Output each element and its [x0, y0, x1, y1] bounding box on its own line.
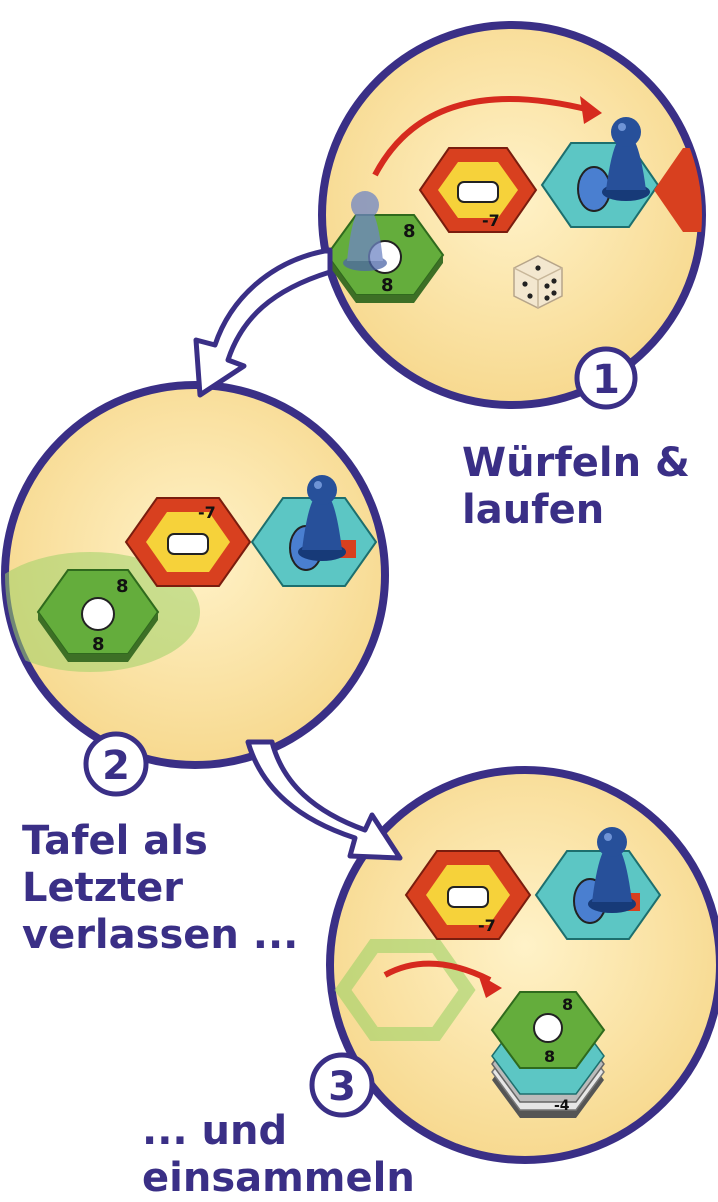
svg-text:-7: -7	[482, 211, 500, 230]
move-arrow	[372, 96, 591, 177]
empty-tile-outline	[334, 939, 476, 1041]
caption-line: verlassen ...	[22, 912, 299, 959]
step-2-badge: 2	[83, 731, 149, 797]
caption-line: ... und	[142, 1108, 288, 1154]
svg-text:-7: -7	[478, 916, 496, 935]
step-1-scene: 8 8 -7	[318, 21, 706, 409]
svg-text:1: 1	[592, 357, 620, 403]
caption-line: einsammeln	[142, 1155, 415, 1202]
step-1-caption: Würfeln & laufen	[462, 440, 690, 534]
svg-text:3: 3	[328, 1064, 356, 1110]
flow-arrow-1	[193, 247, 333, 398]
svg-text:8: 8	[403, 221, 416, 242]
collect-arrow	[383, 960, 492, 983]
svg-text:8: 8	[381, 275, 394, 296]
svg-text:2: 2	[102, 743, 130, 789]
pawn-blue	[298, 475, 346, 561]
tile-red: -7	[404, 850, 532, 940]
step-3-caption: ... und einsammeln	[142, 1108, 415, 1202]
tile-red: -7	[124, 497, 252, 587]
svg-text:8: 8	[544, 1047, 555, 1066]
tile-stack: -4 8 8	[490, 991, 606, 1118]
caption-line: Tafel als	[22, 818, 208, 864]
svg-text:8: 8	[92, 634, 105, 655]
pawn-faded	[343, 191, 387, 271]
caption-line: Letzter	[22, 865, 183, 912]
caption-line: Würfeln &	[462, 440, 690, 486]
caption-line: laufen	[462, 487, 605, 534]
dice-icon	[513, 255, 563, 309]
tile-green: 8 8	[36, 569, 160, 662]
pawn-blue	[588, 827, 636, 913]
pawn-blue	[602, 117, 650, 201]
svg-text:8: 8	[116, 576, 129, 597]
step-2-caption: Tafel als Letzter verlassen ...	[22, 818, 298, 960]
tile-red: -7	[418, 147, 538, 233]
svg-text:8: 8	[562, 995, 573, 1014]
step-3-badge: 3	[309, 1052, 375, 1118]
step-3-scene: -7 -4 8 8	[326, 766, 718, 1164]
svg-text:-7: -7	[198, 503, 216, 522]
flow-arrow-2	[245, 739, 403, 861]
svg-text:-4: -4	[554, 1098, 570, 1114]
step-2-scene: 8 8 -7	[1, 381, 389, 769]
tile-edge	[654, 148, 702, 232]
step-1-badge: 1	[574, 346, 638, 410]
